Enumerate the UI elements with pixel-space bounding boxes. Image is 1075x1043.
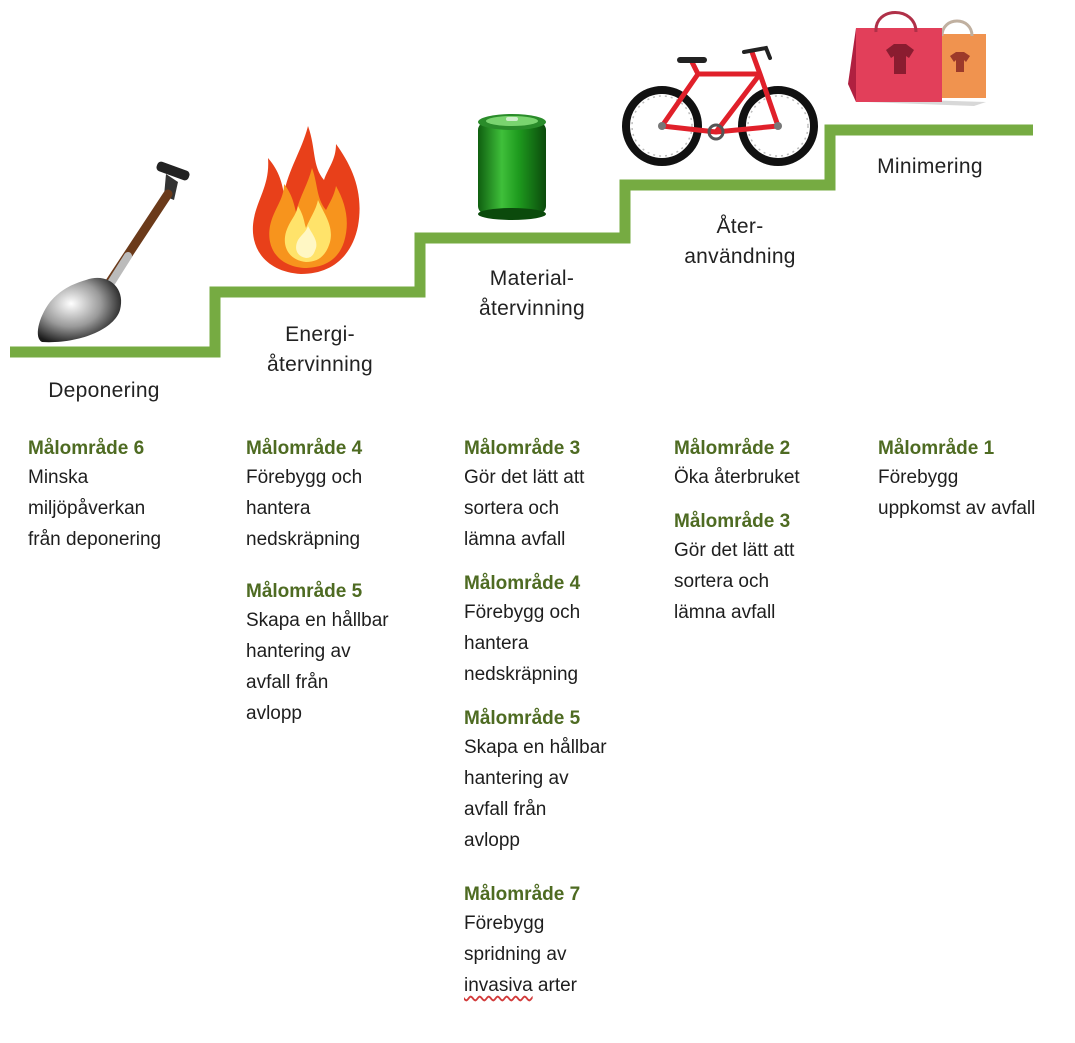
goal-block: Målområde 5 Skapa en hållbar hantering a… — [464, 706, 664, 856]
staircase-line — [10, 124, 1033, 358]
goal-description: Skapa en hållbar — [464, 737, 607, 758]
step-label-deponering: Deponering — [48, 379, 160, 402]
goal-heading: Målområde 6 — [28, 438, 145, 459]
goal-description: sortera och — [464, 498, 560, 519]
goal-column-energiatervinning: Målområde 4 Förebygg och hantera nedskrä… — [246, 436, 446, 745]
goal-description: från deponering — [28, 529, 162, 550]
goal-column-ateranvandning: Målområde 2 Öka återbruket Målområde 3 G… — [674, 436, 864, 644]
goal-block: Målområde 4 Förebygg och hantera nedskrä… — [464, 571, 664, 690]
goal-column-minimering: Målområde 1 Förebygg uppkomst av avfall — [878, 436, 1068, 540]
goal-heading: Målområde 7 — [464, 884, 581, 905]
goal-block: Målområde 3 Gör det lätt att sortera och… — [464, 436, 664, 555]
goal-description: avlopp — [246, 703, 302, 724]
spellcheck-underlined-word: invasiva — [464, 975, 533, 996]
goal-heading: Målområde 4 — [464, 573, 581, 594]
goal-description: hantera — [464, 633, 529, 654]
goal-description: Gör det lätt att — [674, 540, 795, 561]
step-label-ateranvandning: Åter-användning — [684, 215, 796, 268]
goal-description: Förebygg — [464, 913, 545, 934]
goal-heading: Målområde 4 — [246, 438, 363, 459]
goal-description: avfall från — [464, 799, 547, 820]
goal-column-materialatervinning: Målområde 3 Gör det lätt att sortera och… — [464, 436, 664, 1017]
shovel-icon — [37, 161, 190, 343]
goal-description: Öka återbruket — [674, 467, 800, 488]
goal-description: sortera och — [674, 571, 770, 592]
goal-description: Förebygg — [878, 467, 959, 488]
goal-heading: Målområde 3 — [464, 438, 581, 459]
goal-block: Målområde 3 Gör det lätt att sortera och… — [674, 509, 864, 628]
step-label-minimering: Minimering — [877, 155, 983, 178]
goal-description: uppkomst av avfall — [878, 498, 1036, 519]
goal-description: avfall från — [246, 672, 329, 693]
goal-description: Gör det lätt att — [464, 467, 585, 488]
goal-description: Förebygg och — [464, 602, 581, 623]
goal-description: nedskräpning — [246, 529, 361, 550]
goal-description: Skapa en hållbar — [246, 610, 389, 631]
goal-block: Målområde 7 Förebygg spridning av invasi… — [464, 882, 664, 1001]
bicycle-icon — [622, 45, 818, 166]
goal-description: lämna avfall — [674, 602, 776, 623]
goal-block: Målområde 2 Öka återbruket — [674, 436, 864, 493]
goal-description: miljöpåverkan — [28, 498, 146, 519]
goal-description: Minska — [28, 467, 89, 488]
goal-block: Målområde 6 Minska miljöpåverkan från de… — [28, 436, 218, 555]
goal-block: Målområde 1 Förebygg uppkomst av avfall — [878, 436, 1068, 524]
goal-description-end: arter — [532, 975, 578, 996]
shopping-bags-icon — [848, 11, 986, 106]
goal-heading: Målområde 3 — [674, 511, 791, 532]
goal-description: nedskräpning — [464, 664, 579, 685]
goal-description: hantering av — [246, 641, 351, 662]
goal-description: invasiva arter — [464, 970, 664, 1001]
goal-block: Målområde 4 Förebygg och hantera nedskrä… — [246, 436, 446, 555]
step-label-energiatervinning: Energi-återvinning — [266, 323, 374, 376]
goal-block: Målområde 5 Skapa en hållbar hantering a… — [246, 579, 446, 729]
goal-column-deponering: Målområde 6 Minska miljöpåverkan från de… — [28, 436, 218, 571]
goal-heading: Målområde 1 — [878, 438, 995, 459]
goal-description: hantering av — [464, 768, 569, 789]
goal-description: avlopp — [464, 830, 520, 851]
goal-description: hantera — [246, 498, 311, 519]
can-icon — [478, 114, 546, 220]
step-label-materialatervinning: Material-återvinning — [478, 267, 586, 320]
fire-icon — [252, 126, 360, 274]
goal-heading: Målområde 5 — [246, 581, 363, 602]
goal-description: Förebygg och — [246, 467, 363, 488]
goal-heading: Målområde 2 — [674, 438, 791, 459]
goal-description: spridning av — [464, 944, 567, 965]
goal-description: lämna avfall — [464, 529, 566, 550]
goal-heading: Målområde 5 — [464, 708, 581, 729]
